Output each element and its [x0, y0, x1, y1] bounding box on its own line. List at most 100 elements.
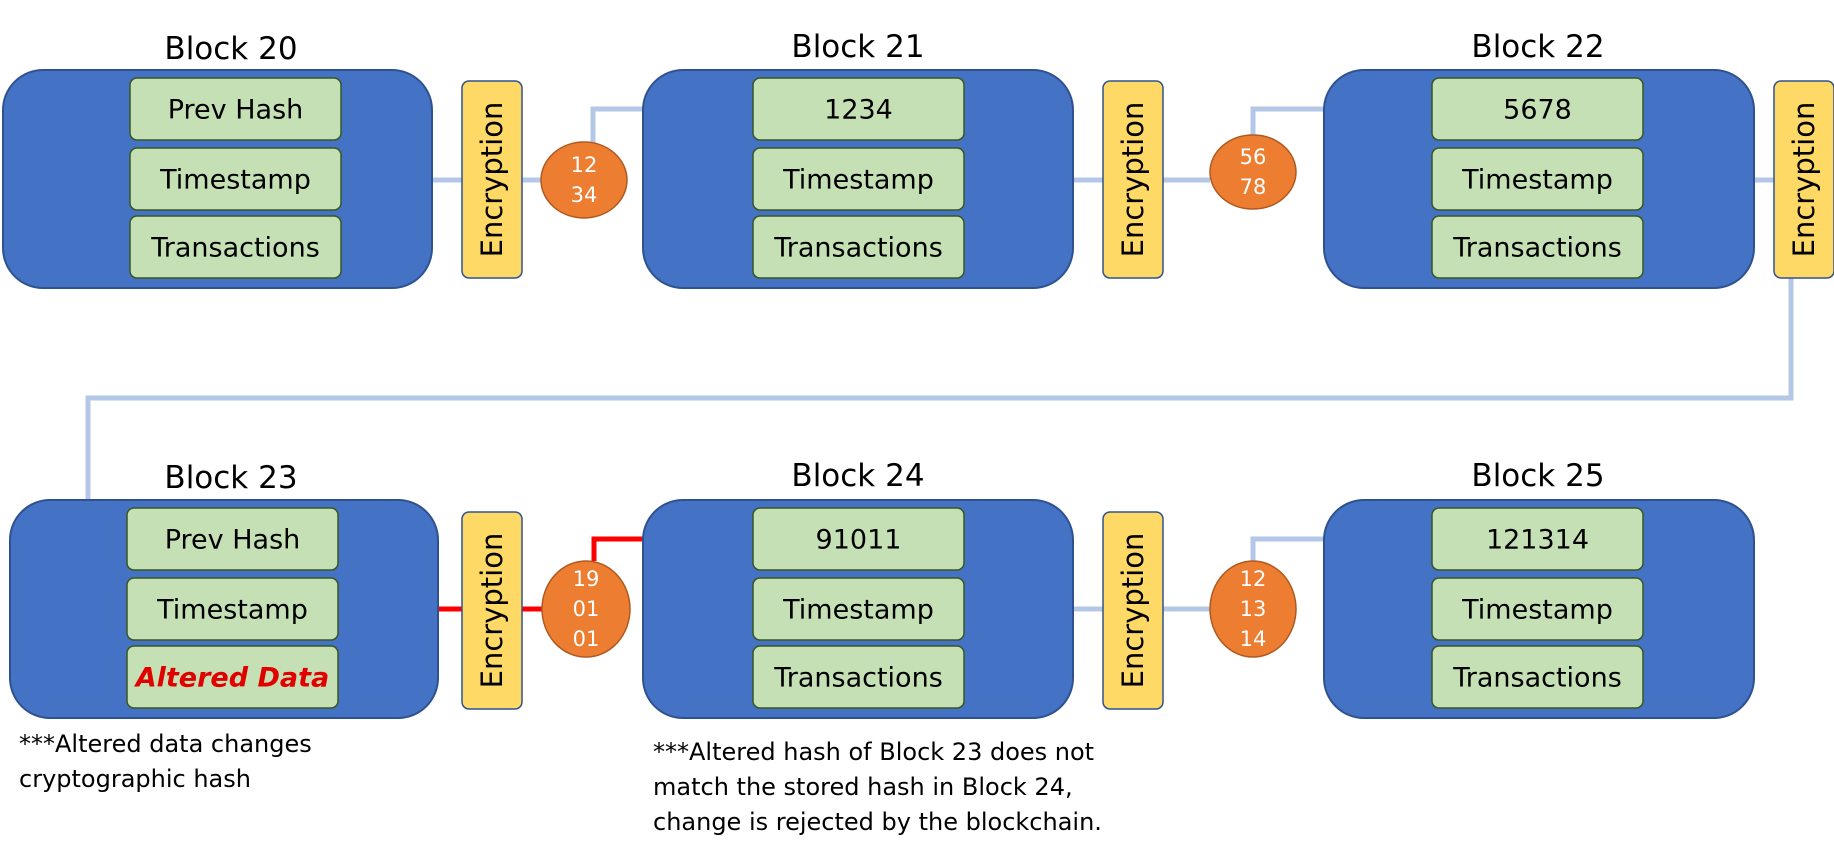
field-box: [752, 507, 965, 571]
block-field: Timestamp: [752, 577, 965, 641]
block-field: 121314: [1431, 507, 1644, 571]
altered-data-note-line-1: ***Altered data changes: [19, 730, 312, 758]
field-label: Timestamp: [156, 595, 308, 626]
block-field: 5678: [1431, 77, 1644, 141]
hash-circle-shape: [1209, 134, 1297, 210]
field-box: [1431, 77, 1644, 141]
block-field: Altered Data: [126, 645, 339, 709]
field-label: Transactions: [773, 663, 943, 694]
altered-hash-circle: 19 01 01: [541, 560, 631, 658]
rejected-note-line-3: change is rejected by the blockchain.: [653, 808, 1102, 836]
field-box: [1431, 645, 1644, 709]
encryption-box-shape: [1102, 80, 1164, 279]
block-field: Transactions: [752, 645, 965, 709]
field-label: Transactions: [773, 233, 943, 264]
encryption-box: Encryption: [1102, 511, 1164, 710]
rejected-note-line-1: ***Altered hash of Block 23 does not: [653, 738, 1095, 766]
encryption-label: Encryption: [475, 533, 509, 689]
block-title: Block 25: [1471, 458, 1604, 494]
block-field: Timestamp: [129, 147, 342, 211]
encryption-box-shape: [1102, 511, 1164, 710]
field-box: [752, 77, 965, 141]
field-label: Timestamp: [159, 165, 311, 196]
hash-circle: 12 13 14: [1209, 560, 1297, 658]
field-box: [752, 577, 965, 641]
field-label: Timestamp: [782, 595, 934, 626]
encryption-box: Encryption: [1102, 80, 1164, 279]
encryption-label: Encryption: [1116, 533, 1150, 689]
hash-value-line: 56: [1240, 145, 1267, 169]
field-label: Prev Hash: [165, 525, 301, 556]
block-field: Transactions: [752, 215, 965, 279]
block-field: 91011: [752, 507, 965, 571]
field-label: Timestamp: [1461, 595, 1613, 626]
field-label: Transactions: [1452, 233, 1622, 264]
broken-link-hash-3-solid: [591, 536, 646, 561]
hash-circle-shape: [540, 141, 628, 219]
encryption-label: Encryption: [1116, 102, 1150, 258]
block-title: Block 23: [164, 460, 297, 496]
hash-value-line: 12: [571, 153, 598, 177]
encryption-label: Encryption: [475, 102, 509, 258]
rejected-note-line-2: match the stored hash in Block 24,: [653, 773, 1073, 801]
field-box: [752, 215, 965, 279]
block-field: Transactions: [1431, 215, 1644, 279]
encryption-box: Encryption: [461, 80, 523, 279]
encryption-box-shape: [461, 511, 523, 710]
block-title: Block 21: [791, 29, 924, 65]
hash-circle-shape: [1209, 560, 1297, 658]
hash-value-line: 19: [573, 567, 600, 591]
hash-circle: 5678: [1209, 134, 1297, 210]
block-field: Transactions: [129, 215, 342, 279]
hash-value-line: 13: [1240, 597, 1267, 621]
field-box: [752, 645, 965, 709]
block-field: Timestamp: [752, 147, 965, 211]
hash-value-line: 01: [573, 627, 600, 651]
hash-circle: 1234: [540, 141, 628, 219]
hash-circle-shape: [541, 560, 631, 658]
field-label: 1234: [824, 95, 893, 126]
hash-value-line: 14: [1240, 627, 1267, 651]
field-box: [752, 147, 965, 211]
hash-value-line: 78: [1240, 175, 1267, 199]
field-box: [1431, 215, 1644, 279]
field-box: [129, 77, 342, 141]
altered-data-label: Altered Data: [134, 663, 329, 694]
field-box: [126, 507, 339, 571]
field-label: 91011: [816, 525, 902, 556]
altered-data-note: ***Altered data changes cryptographic ha…: [19, 727, 312, 797]
field-label: 5678: [1503, 95, 1572, 126]
hash-value-line: 01: [573, 597, 600, 621]
block-title: Block 24: [791, 458, 924, 494]
field-box: [1431, 507, 1644, 571]
encryption-box: Encryption: [1773, 80, 1834, 279]
block-title: Block 20: [164, 31, 297, 67]
block-field: Transactions: [1431, 645, 1644, 709]
altered-data-note-line-2: cryptographic hash: [19, 765, 251, 793]
block-field: Timestamp: [1431, 577, 1644, 641]
field-label: 121314: [1486, 525, 1589, 556]
field-box: [1431, 147, 1644, 211]
encryption-box-shape: [461, 80, 523, 279]
field-label: Transactions: [150, 233, 320, 264]
block-field: Prev Hash: [126, 507, 339, 571]
field-label: Prev Hash: [168, 95, 304, 126]
encryption-box-shape: [1773, 80, 1834, 279]
field-box: [126, 577, 339, 641]
block-field: 1234: [752, 77, 965, 141]
block-title: Block 22: [1471, 29, 1604, 65]
encryption-box: Encryption: [461, 511, 523, 710]
hash-value-line: 12: [1240, 567, 1267, 591]
hash-value-line: 34: [571, 183, 598, 207]
field-label: Timestamp: [1461, 165, 1613, 196]
